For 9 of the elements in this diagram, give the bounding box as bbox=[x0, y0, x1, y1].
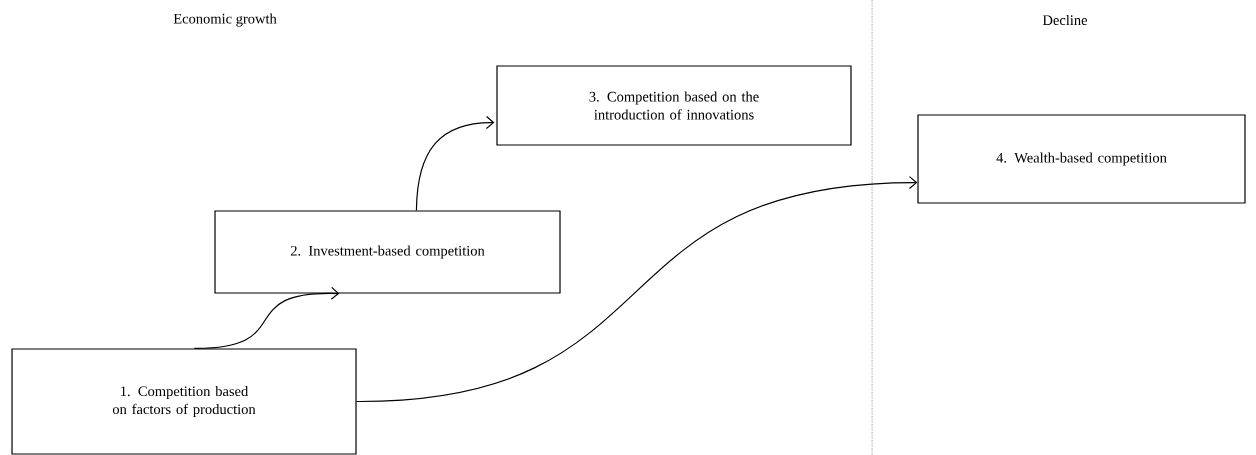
process-box: 3. Competition based on the introduction of innovations bbox=[496, 65, 852, 146]
heading-label: Decline bbox=[1042, 14, 1088, 26]
arrow bbox=[415, 115, 495, 211]
arrow bbox=[193, 286, 340, 349]
process-box: 2. Investment-based competition bbox=[214, 210, 561, 294]
arrow bbox=[356, 176, 918, 403]
process-box: 4. Wealth-based competition bbox=[917, 114, 1246, 204]
process-box: 1. Competition based on factors of production bbox=[11, 348, 357, 455]
heading-label: Economic growth bbox=[173, 13, 277, 27]
